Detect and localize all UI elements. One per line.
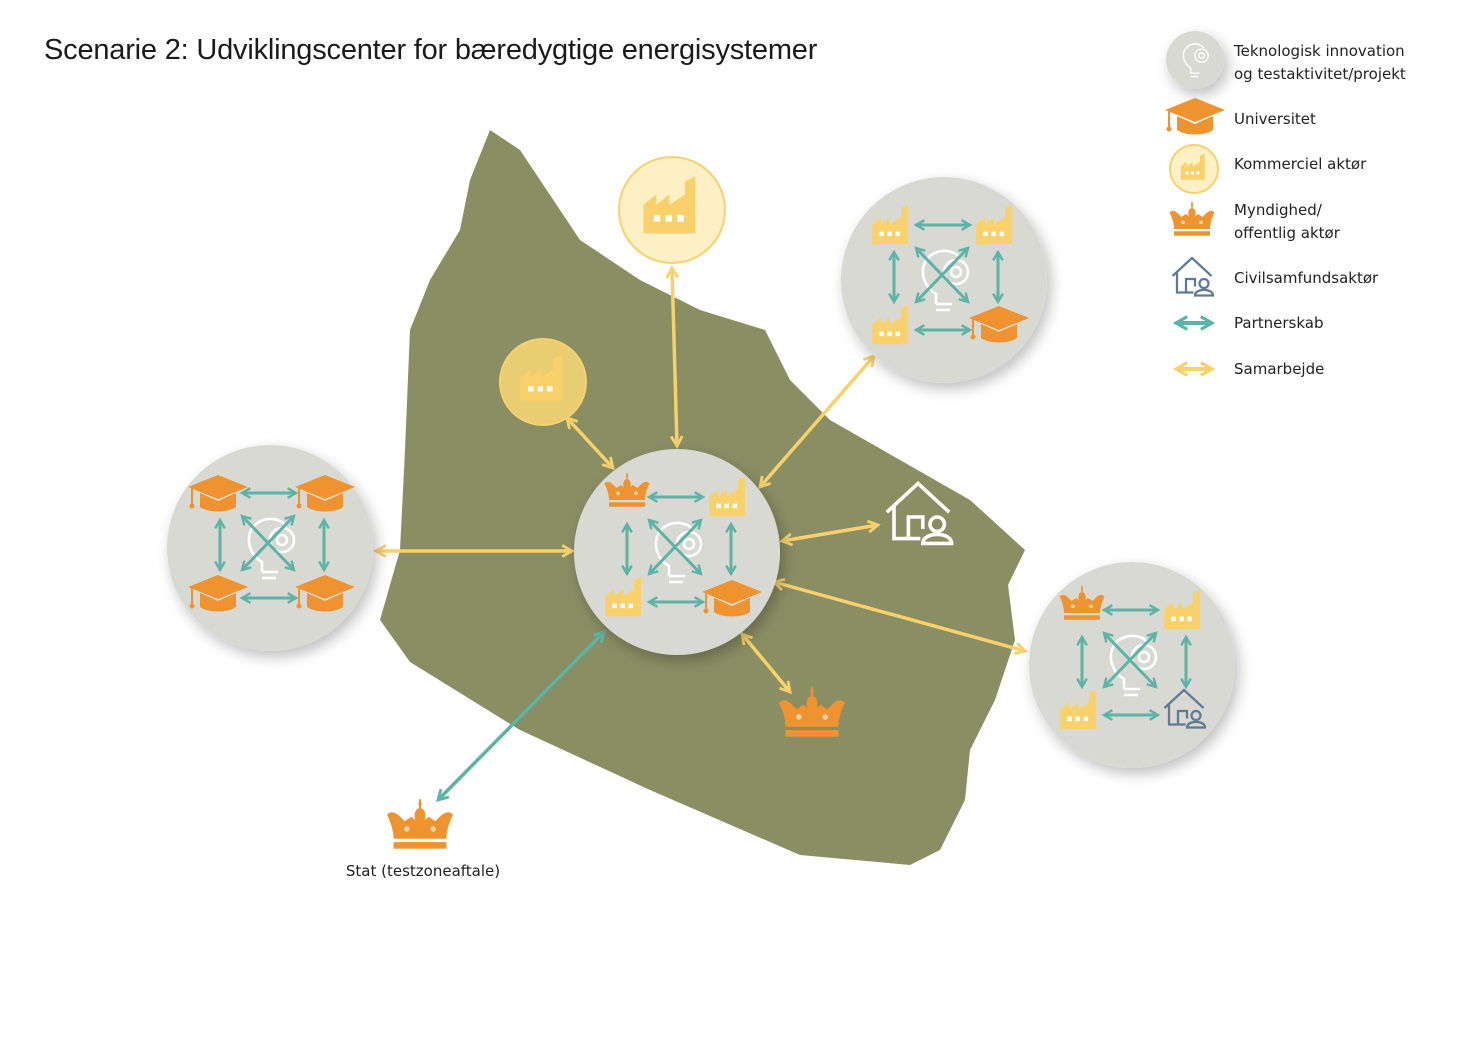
legend-item-commercial: Kommerciel aktør (1234, 153, 1366, 176)
legend-label: offentlig aktør (1234, 224, 1340, 242)
graduation-cap-icon (1165, 98, 1225, 135)
technology-bulb-icon (1166, 31, 1224, 89)
legend-label: Myndighed/ (1234, 201, 1322, 219)
top-right-cluster (841, 177, 1047, 383)
partnership-arrow-state (436, 629, 606, 803)
legend-icons (1165, 31, 1225, 377)
legend-item-university: Universitet (1234, 108, 1316, 131)
left-cluster (167, 445, 373, 651)
legend-item-civil: Civilsamfundsaktør (1234, 267, 1378, 290)
state-crown-icon (387, 799, 453, 849)
crown-icon (1169, 202, 1215, 236)
commercial-actor-top (618, 156, 726, 264)
legend-label: Partnerskab (1234, 314, 1324, 332)
legend-item-authority: Myndighed/ offentlig aktør (1234, 199, 1340, 245)
legend-label: Kommerciel aktør (1234, 155, 1367, 173)
legend-label: Samarbejde (1234, 360, 1325, 378)
right-cluster (1029, 562, 1235, 768)
factory-icon (1169, 144, 1219, 194)
center-cluster (574, 449, 780, 655)
legend-item-partnership: Partnerskab (1234, 312, 1323, 335)
legend-label: Teknologisk innovation (1234, 42, 1405, 60)
legend-label: Universitet (1234, 110, 1316, 128)
legend-item-technology: Teknologisk innovation og testaktivitet/… (1234, 40, 1406, 86)
legend-item-collaboration: Samarbejde (1234, 358, 1324, 381)
legend-label: Civilsamfundsaktør (1234, 269, 1379, 287)
page-title: Scenarie 2: Udviklingscenter for bæredyg… (44, 34, 818, 66)
legend-label: og testaktivitet/projekt (1234, 65, 1406, 83)
collaboration-arrows (373, 265, 1028, 695)
commercial-actor-inner (499, 338, 587, 426)
civil-house-icon (1171, 256, 1215, 297)
state-label: Stat (testzoneaftale) (346, 862, 500, 880)
